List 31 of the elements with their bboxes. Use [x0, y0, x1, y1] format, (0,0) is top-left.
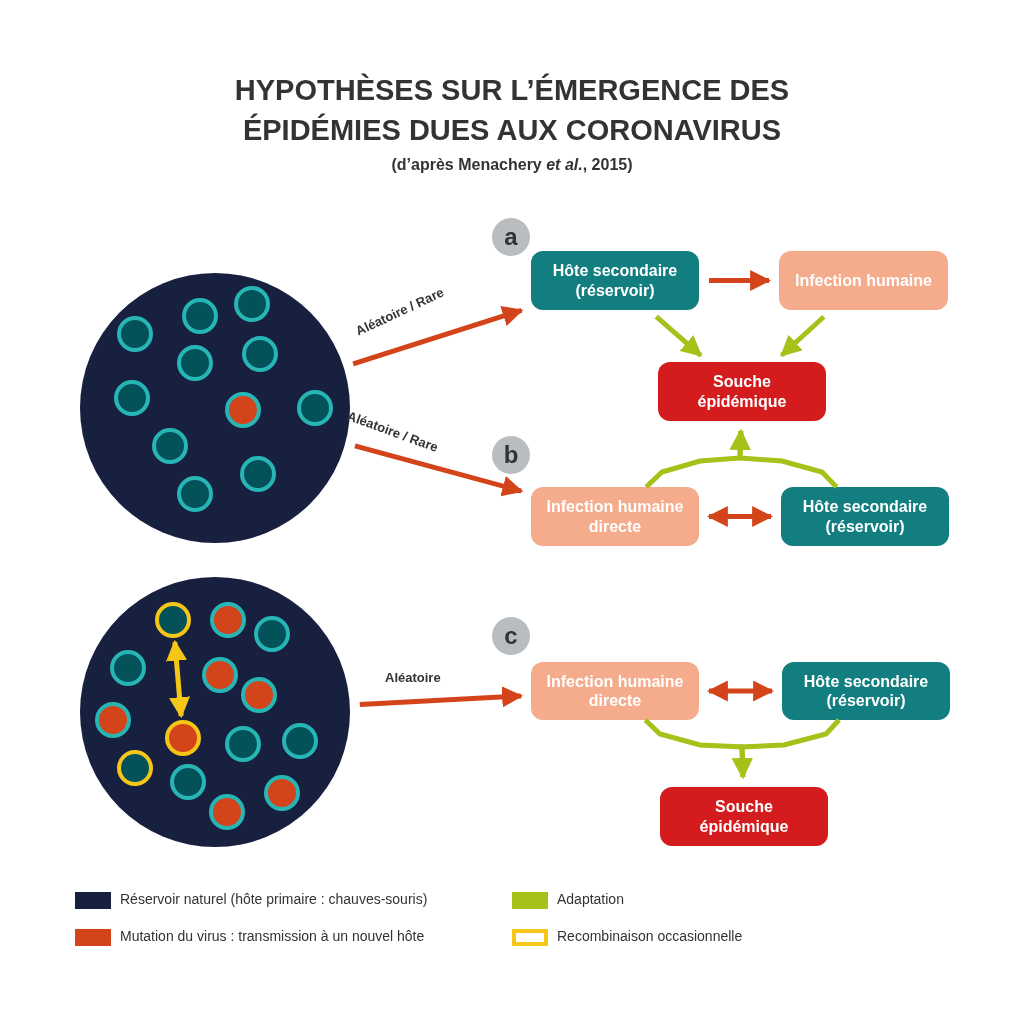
- legend-text: Réservoir naturel (hôte primaire : chauves-souris): [120, 891, 428, 907]
- infection-box: Infection humaine: [779, 251, 948, 310]
- arrow: [706, 506, 774, 527]
- scenario-badge: b: [492, 436, 530, 474]
- arrow: [706, 680, 775, 702]
- strain-box: Souche épidémique: [660, 787, 828, 846]
- arrow: [731, 718, 841, 780]
- recombinant-virus-circle: [165, 720, 201, 756]
- legend-text: Mutation du virus : transmission à un nouvel hôte: [120, 928, 425, 944]
- arrow: [354, 443, 524, 497]
- edge-label: Aléatoire: [385, 670, 441, 685]
- host-box: Hôte secondaire (réservoir): [531, 251, 699, 310]
- arrow: [166, 639, 190, 719]
- caption: (d’après Menachery et al., 2015): [390, 156, 634, 174]
- arrow: [709, 270, 772, 291]
- arrow: [780, 314, 826, 358]
- arrow: [359, 686, 524, 708]
- scenario-badge: a: [492, 218, 530, 256]
- legend-text: Recombinaison occasionnelle: [557, 928, 743, 944]
- legend-text: Adaptation: [557, 891, 624, 907]
- infection-box: Infection humaine directe: [531, 662, 699, 720]
- arrow: [654, 314, 703, 358]
- title: HYPOTHÈSES SUR L’ÉMERGENCE DES ÉPIDÉMIES DUES AUX CORONAVIRUS: [233, 72, 791, 148]
- host-box: Hôte secondaire (réservoir): [781, 487, 949, 546]
- arrow: [352, 306, 524, 367]
- host-box: Hôte secondaire (réservoir): [782, 662, 950, 720]
- scenario-badge: c: [492, 617, 530, 655]
- arrow: [729, 428, 839, 489]
- infection-box: Infection humaine directe: [531, 487, 699, 546]
- recombinant-virus-circle: [155, 602, 191, 638]
- strain-box: Souche épidémique: [658, 362, 826, 421]
